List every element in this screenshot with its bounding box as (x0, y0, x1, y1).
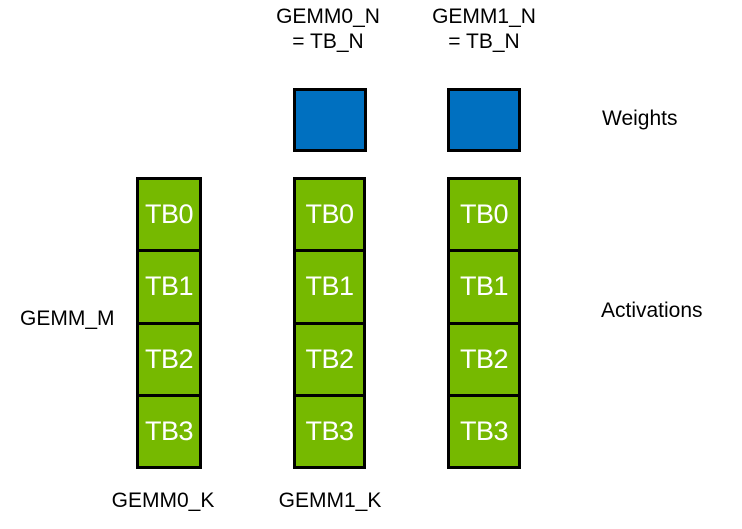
activations-column-0: TB0 TB1 TB2 TB3 (136, 177, 202, 469)
tb-cell: TB0 (139, 180, 199, 250)
gemm1-n-label-line1: GEMM1_N (432, 5, 536, 28)
gemm0-n-label-line2: = TB_N (292, 29, 364, 53)
activations-column-2: TB0 TB1 TB2 TB3 (447, 177, 521, 469)
tb-cell: TB0 (296, 180, 363, 250)
tb-cell: TB3 (296, 396, 363, 466)
gemm1-k-label: GEMM1_K (278, 489, 382, 512)
weights-block-gemm0 (293, 88, 367, 152)
tb-cell: TB1 (450, 252, 518, 322)
gemm0-n-label: GEMM0_N = TB_N (276, 5, 380, 55)
tb-cell: TB1 (296, 252, 363, 322)
tb-cell: TB0 (450, 180, 518, 250)
gemm1-n-label: GEMM1_N = TB_N (432, 5, 536, 55)
gemm0-n-label-line1: GEMM0_N (276, 5, 380, 28)
tb-cell: TB2 (450, 324, 518, 394)
weights-block-gemm1 (447, 88, 521, 152)
tb-cell: TB3 (139, 396, 199, 466)
tb-cell: TB3 (450, 396, 518, 466)
gemm1-n-label-line2: = TB_N (448, 29, 520, 53)
weights-label: Weights (602, 107, 678, 130)
tb-cell: TB2 (139, 324, 199, 394)
activations-label: Activations (601, 299, 703, 322)
tb-cell: TB1 (139, 252, 199, 322)
tb-cell: TB2 (296, 324, 363, 394)
activations-column-1: TB0 TB1 TB2 TB3 (293, 177, 366, 469)
gemm-m-label: GEMM_M (20, 307, 115, 330)
gemm0-k-label: GEMM0_K (111, 489, 215, 512)
